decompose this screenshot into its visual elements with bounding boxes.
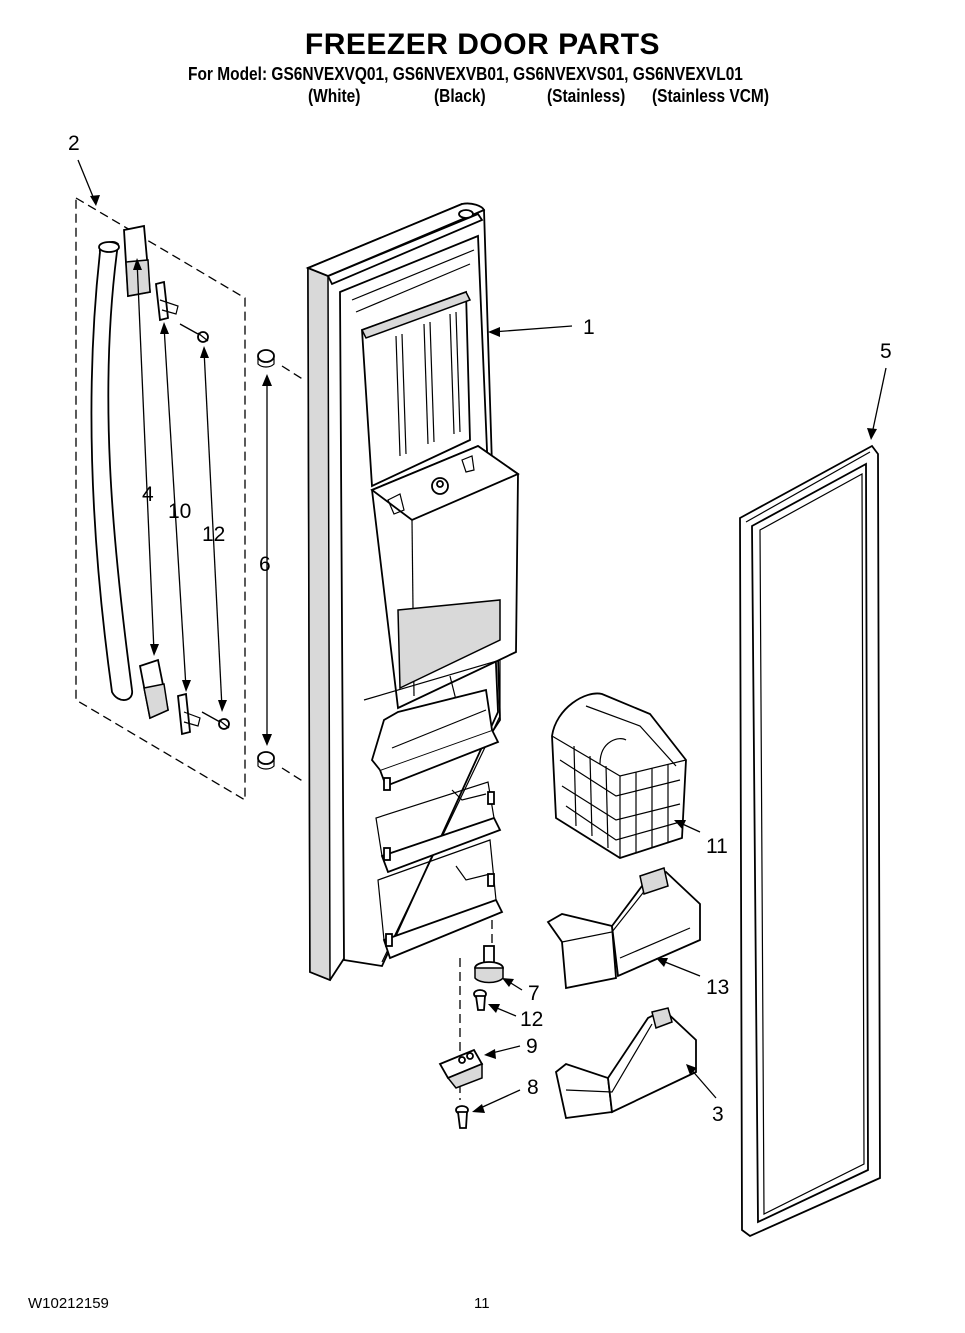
shelf-bin-13: 13 bbox=[546, 867, 729, 999]
plug-bottom bbox=[257, 751, 275, 765]
freezer-door: 1 bbox=[305, 202, 595, 982]
page-title: FREEZER DOOR PARTS bbox=[304, 28, 661, 61]
callout-6: 6 bbox=[259, 553, 271, 576]
door-handle bbox=[90, 240, 133, 701]
callout-12-hinge: 12 bbox=[520, 1008, 543, 1031]
callout-3: 3 bbox=[712, 1103, 724, 1126]
wire-basket: 11 bbox=[551, 692, 728, 859]
handle-screw-top bbox=[179, 323, 209, 343]
callout-11: 11 bbox=[706, 835, 728, 858]
color-stainless-vcm: (Stainless VCM) bbox=[652, 86, 769, 106]
model-numbers: For Model: GS6NVEXVQ01, GS6NVEXVB01, GS6… bbox=[188, 64, 743, 84]
hinge-screw-lower bbox=[455, 1105, 469, 1129]
callout-10: 10 bbox=[168, 500, 191, 523]
hinge-screw bbox=[473, 989, 487, 1011]
callout-5: 5 bbox=[880, 340, 892, 363]
callout-9: 9 bbox=[526, 1035, 538, 1058]
callout-4: 4 bbox=[142, 483, 154, 506]
handle-bracket-bottom bbox=[177, 692, 191, 736]
door-shelf-3: 3 bbox=[555, 1007, 724, 1126]
callout-8: 8 bbox=[527, 1076, 539, 1099]
page-number: 11 bbox=[474, 1295, 490, 1312]
hinge-pin bbox=[474, 945, 504, 984]
door-plugs-group: 6 bbox=[257, 349, 305, 783]
callout-2: 2 bbox=[68, 132, 80, 155]
callout-1: 1 bbox=[583, 316, 595, 339]
color-white: (White) bbox=[308, 86, 361, 106]
plug-top bbox=[257, 349, 275, 363]
door-gasket: 5 bbox=[739, 340, 892, 1238]
document-number: W10212159 bbox=[28, 1295, 109, 1312]
handle-kit-group: 2 4 10 12 bbox=[68, 132, 246, 802]
color-black: (Black) bbox=[434, 86, 486, 106]
color-stainless: (Stainless) bbox=[547, 86, 626, 106]
callout-13: 13 bbox=[706, 976, 729, 999]
hinge-assembly: 7 12 9 bbox=[438, 920, 543, 1129]
callout-7: 7 bbox=[528, 982, 540, 1005]
hinge-plate bbox=[438, 1048, 484, 1089]
handle-screw-bottom bbox=[201, 711, 230, 730]
